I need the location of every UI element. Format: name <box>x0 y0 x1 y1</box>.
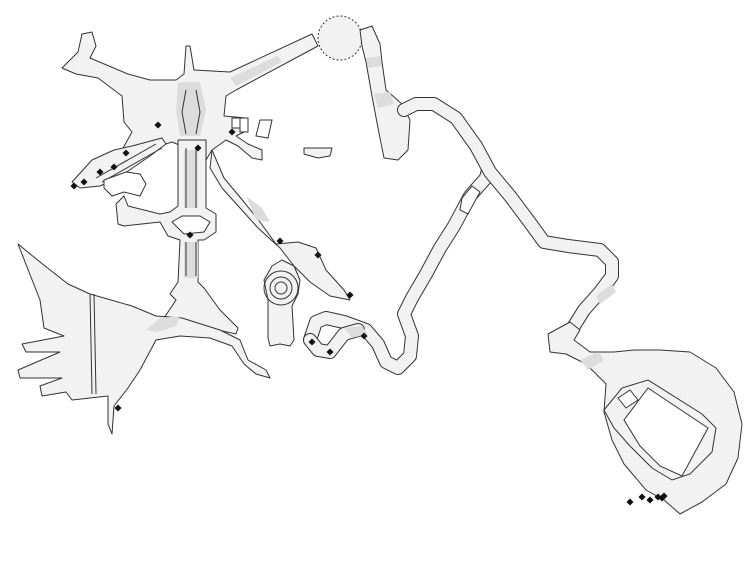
map-marker <box>626 498 634 506</box>
map-marker <box>96 168 104 176</box>
south-path <box>209 149 351 301</box>
map-marker <box>638 493 646 501</box>
map-marker <box>308 338 316 346</box>
map-marker <box>194 144 202 152</box>
map-marker <box>346 291 354 299</box>
map-marker <box>360 332 368 340</box>
north-east-arm <box>317 15 619 333</box>
south-west-wedge <box>17 243 271 435</box>
market-stalls <box>71 137 167 197</box>
north-west-plaza <box>61 31 333 179</box>
map-marker <box>114 404 122 412</box>
map-marker <box>70 182 78 190</box>
map-marker <box>314 251 322 259</box>
map-marker <box>326 348 334 356</box>
map-marker <box>80 178 88 186</box>
central-corridor <box>115 139 239 335</box>
map-marker <box>186 231 194 239</box>
map-marker <box>122 149 130 157</box>
rotunda <box>263 259 301 347</box>
map-marker <box>154 121 162 129</box>
map-marker <box>276 237 284 245</box>
map-marker <box>110 163 118 171</box>
south-east-fortress <box>547 321 743 515</box>
map-marker <box>660 492 668 500</box>
map-marker <box>646 496 654 504</box>
marker-layer <box>70 121 668 506</box>
map-marker <box>228 128 236 136</box>
